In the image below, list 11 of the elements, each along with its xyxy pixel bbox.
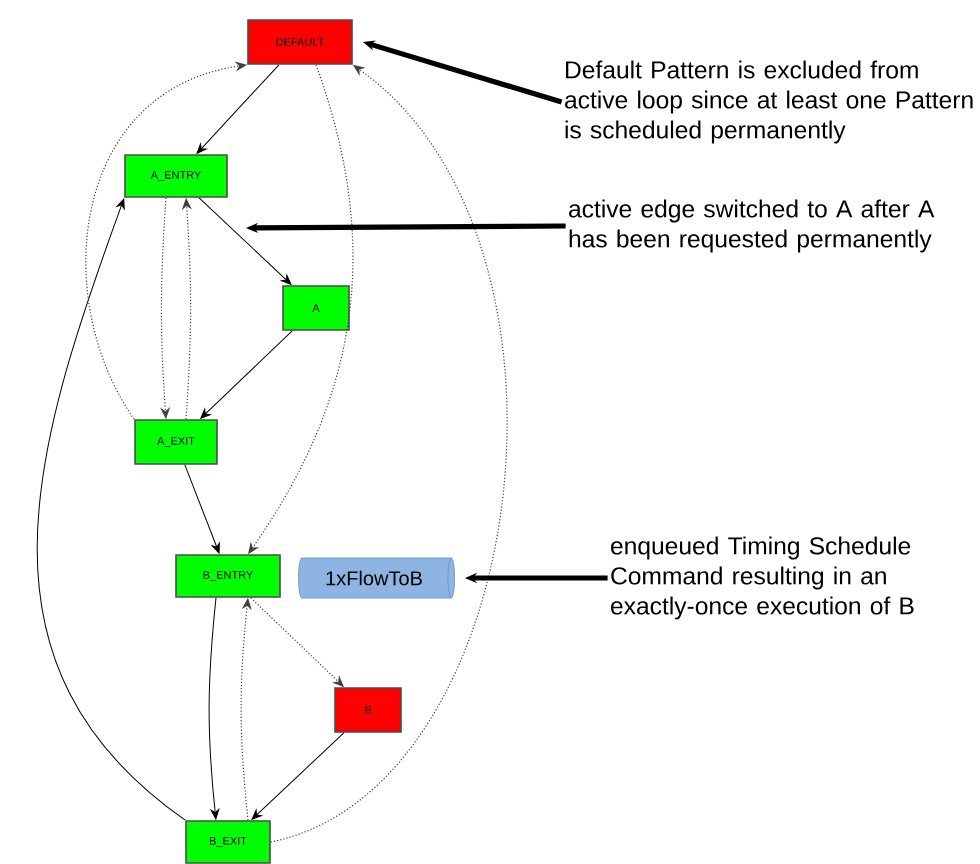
arrow bbox=[36, 198, 186, 821]
arrow bbox=[196, 64, 280, 154]
annotation-text: enqueued Timing Schedule Command resulting in an exactly-once execution of B bbox=[611, 536, 914, 620]
arrow bbox=[200, 330, 293, 419]
annotation-text: active edge switched to A after A has been requested permanently bbox=[569, 199, 935, 253]
annotation-text: Default Pattern is excluded from active loop since at least one Pattern is scheduled permanently bbox=[565, 60, 973, 144]
arrow bbox=[198, 197, 292, 285]
arrow bbox=[251, 732, 345, 820]
arrow bbox=[208, 597, 220, 820]
queue-cylinder: 1xFlowToB bbox=[298, 557, 455, 599]
arrow bbox=[184, 464, 220, 554]
